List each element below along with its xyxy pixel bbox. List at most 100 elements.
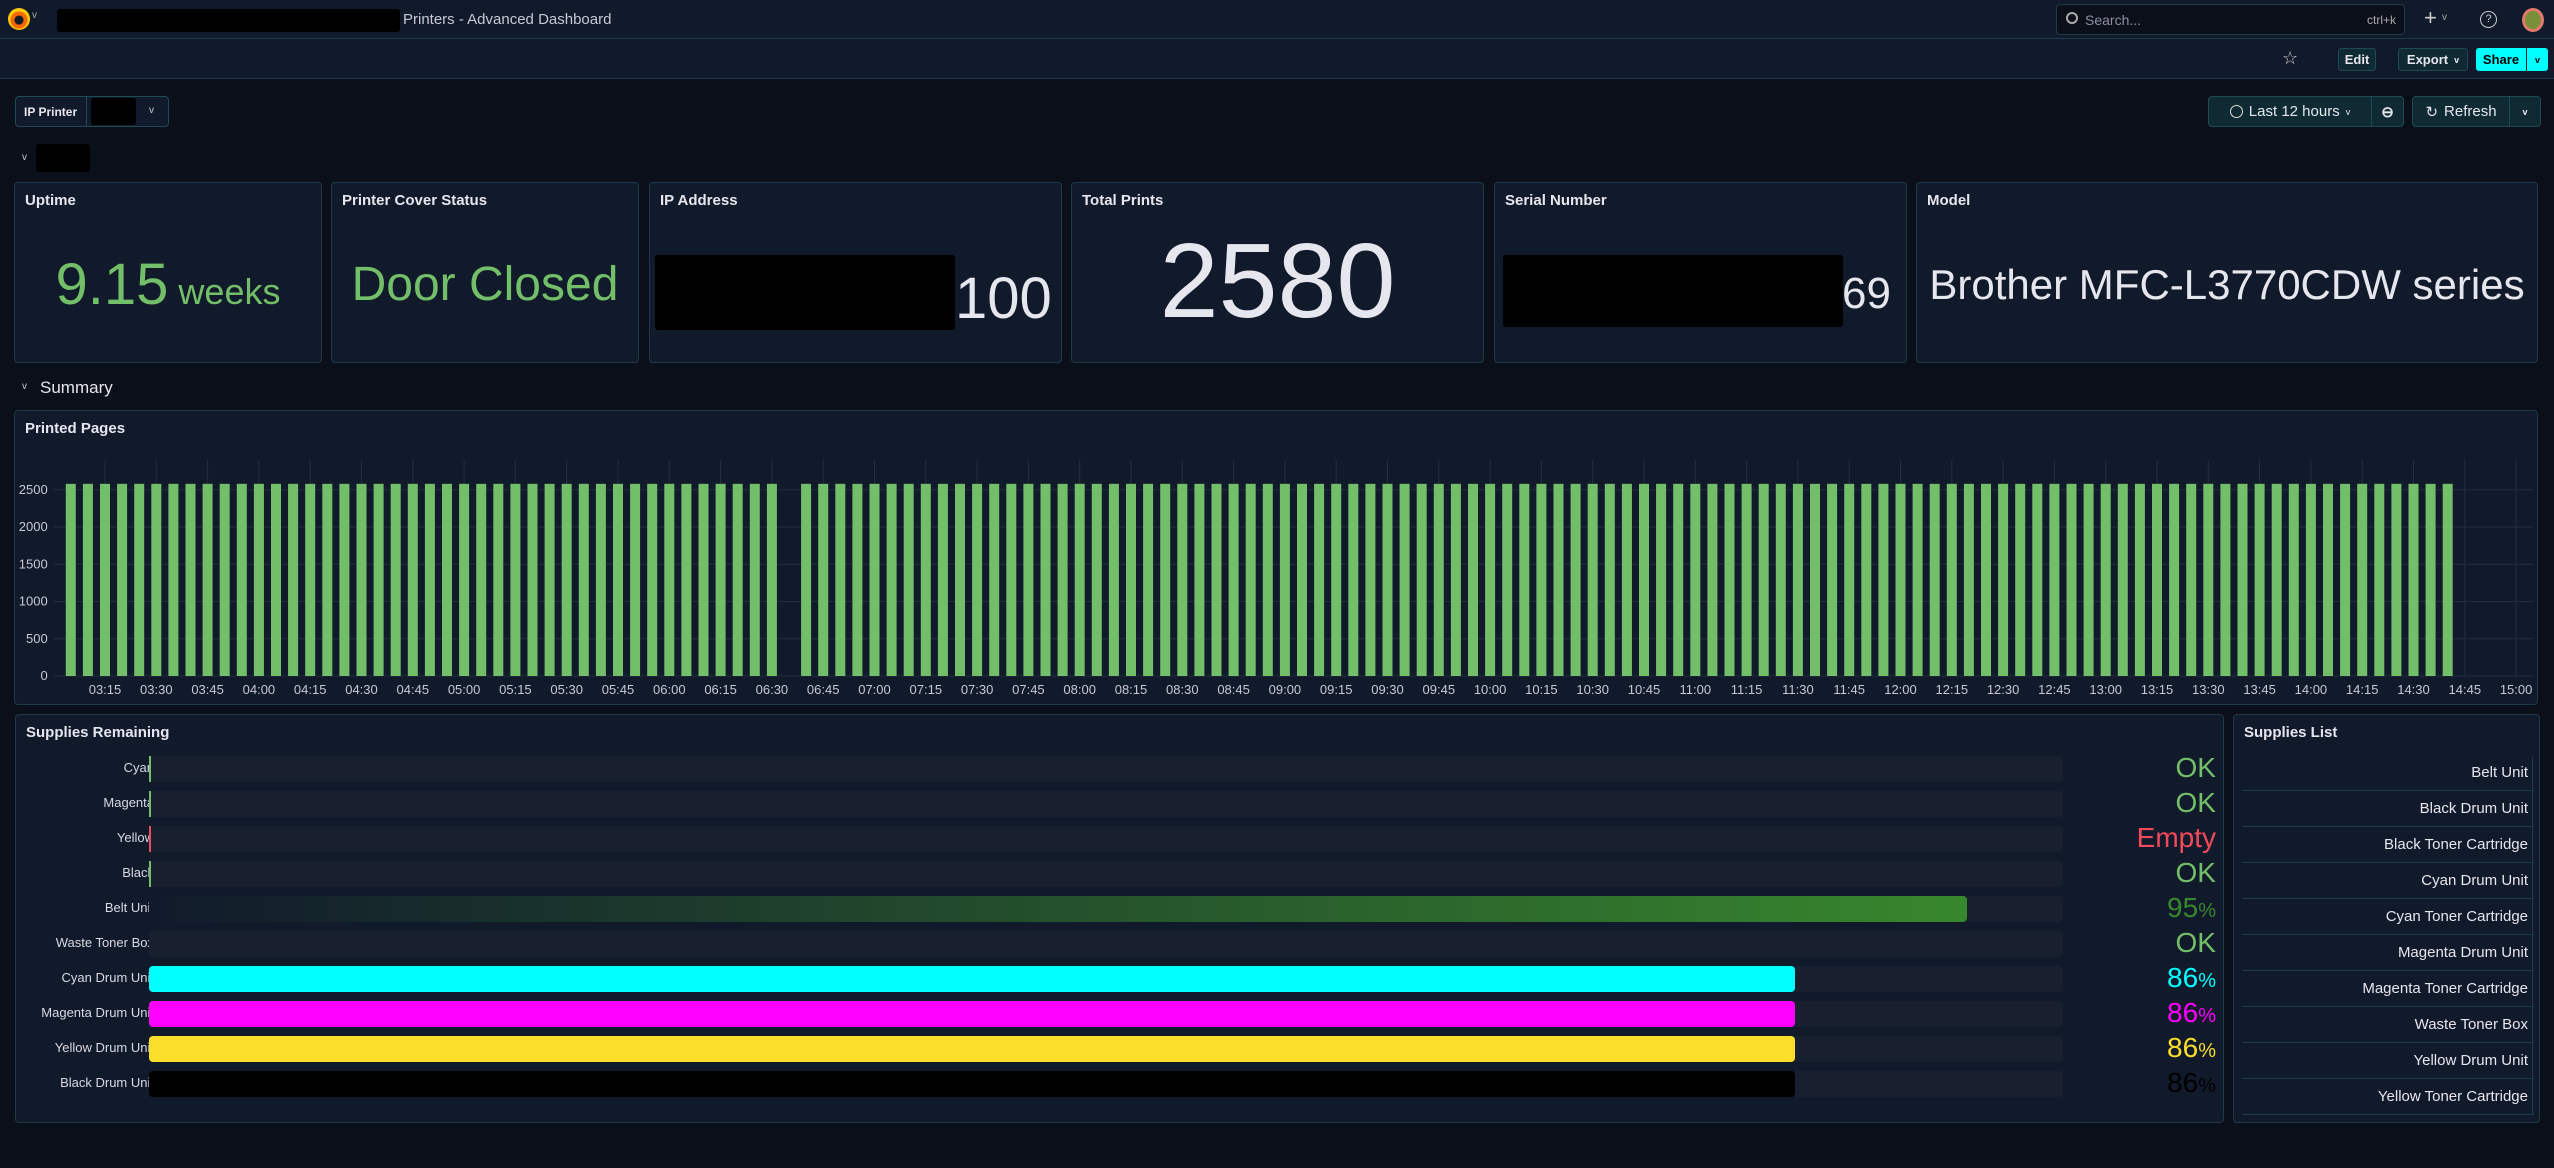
- avatar[interactable]: [2522, 8, 2544, 32]
- bar: [2374, 483, 2385, 676]
- x-tick-label: 15:00: [2500, 682, 2533, 697]
- x-tick-label: 11:15: [1731, 682, 1763, 697]
- x-tick-label: 05:45: [602, 682, 635, 697]
- supply-bar-track: [149, 931, 2063, 957]
- supplies-list-item[interactable]: Belt Unit: [2242, 755, 2534, 791]
- time-range-label: Last 12 hours: [2248, 103, 2340, 120]
- bar: [2134, 483, 2145, 676]
- row-collapse-chevron-icon[interactable]: v: [22, 381, 27, 392]
- share-dropdown-button[interactable]: v: [2527, 48, 2548, 71]
- cover-status-value: Door Closed: [351, 258, 619, 311]
- supplies-list-item[interactable]: Black Drum Unit: [2242, 791, 2534, 827]
- bar: [2237, 483, 2248, 676]
- bar: [920, 483, 931, 676]
- supply-value: 86%: [2167, 997, 2216, 1029]
- bar: [1143, 483, 1154, 676]
- bar: [1279, 483, 1290, 676]
- edit-button[interactable]: Edit: [2338, 48, 2376, 71]
- x-tick-label: 12:15: [1936, 682, 1969, 697]
- chevron-down-icon[interactable]: v: [2442, 12, 2447, 23]
- supply-bar-fill: [149, 1036, 1796, 1062]
- bar: [390, 483, 401, 676]
- supply-row: Black OK: [16, 857, 2236, 888]
- bar: [2357, 483, 2368, 676]
- x-tick-label: 10:00: [1474, 682, 1507, 697]
- bar: [493, 483, 504, 676]
- search-input[interactable]: Search... ctrl+k: [2056, 4, 2405, 35]
- supply-label: Cyan Drum Unit: [61, 970, 154, 985]
- supplies-list-item[interactable]: Waste Toner Box: [2242, 1007, 2534, 1043]
- supplies-list-item[interactable]: Cyan Drum Unit: [2242, 863, 2534, 899]
- supplies-list-item[interactable]: Magenta Drum Unit: [2242, 935, 2534, 971]
- bar: [1570, 483, 1581, 676]
- supply-row: Magenta OK: [16, 787, 2236, 818]
- uptime-value: 9.15: [55, 252, 169, 317]
- bar: [236, 483, 247, 676]
- total-prints-panel: Total Prints 2580: [1071, 182, 1484, 363]
- ip-address-redacted: [655, 255, 955, 330]
- bar: [202, 483, 213, 676]
- bar: [2340, 483, 2351, 676]
- model-value: Brother MFC-L3770CDW series: [1929, 260, 2525, 308]
- y-tick-label: 500: [26, 631, 48, 646]
- zoom-out-button[interactable]: ⊖: [2371, 96, 2404, 127]
- bar: [1810, 483, 1820, 676]
- supply-bar-track: [149, 861, 2063, 887]
- supply-row: Black Drum Unit 86%: [16, 1067, 2236, 1098]
- ip-printer-variable[interactable]: IP Printer v: [15, 96, 169, 127]
- uptime-value-container: 9.15 weeks: [15, 183, 321, 362]
- grafana-logo-icon[interactable]: [8, 8, 30, 30]
- supplies-list-item[interactable]: Yellow Toner Cartridge: [2242, 1079, 2534, 1115]
- chevron-down-icon[interactable]: v: [32, 10, 37, 21]
- ip-printer-value-redacted[interactable]: [91, 98, 136, 125]
- refresh-label: Refresh: [2444, 103, 2497, 120]
- supplies-list-item[interactable]: Cyan Toner Cartridge: [2242, 899, 2534, 935]
- bar: [1297, 483, 1307, 676]
- x-tick-label: 06:30: [756, 682, 789, 697]
- bar: [407, 483, 418, 676]
- supplies-list-item[interactable]: Yellow Drum Unit: [2242, 1043, 2534, 1079]
- x-tick-label: 12:30: [1987, 682, 2020, 697]
- panel-title: Uptime: [25, 192, 76, 209]
- bar: [2442, 483, 2453, 676]
- row-title-redacted[interactable]: [36, 144, 90, 172]
- scrollbar[interactable]: [2532, 757, 2533, 1115]
- bar: [134, 483, 145, 676]
- share-button[interactable]: Share: [2476, 48, 2526, 71]
- bar: [578, 483, 589, 676]
- supply-value-text: 86: [2167, 962, 2199, 993]
- time-range-picker[interactable]: Last 12 hours v: [2208, 96, 2372, 127]
- bar: [869, 483, 880, 676]
- supply-row: Yellow Empty: [16, 822, 2236, 853]
- breadcrumb-redacted: [57, 9, 400, 32]
- row-collapse-chevron-icon[interactable]: v: [22, 152, 27, 163]
- bar: [424, 483, 435, 676]
- bar: [2254, 483, 2265, 676]
- star-icon[interactable]: ☆: [2282, 48, 2299, 68]
- supplies-list-item[interactable]: Black Toner Cartridge: [2242, 827, 2534, 863]
- bar: [989, 483, 1000, 676]
- help-icon[interactable]: ?: [2480, 11, 2497, 28]
- summary-row-title[interactable]: Summary: [40, 378, 113, 397]
- supply-label: Yellow: [116, 830, 154, 845]
- refresh-interval-dropdown[interactable]: v: [2509, 96, 2541, 127]
- x-tick-label: 04:00: [243, 682, 276, 697]
- bar: [1775, 483, 1786, 676]
- clock-icon: [2229, 105, 2243, 118]
- refresh-button[interactable]: ↻ Refresh: [2412, 96, 2510, 127]
- supply-value-text: 95: [2167, 892, 2199, 923]
- bar: [1690, 483, 1701, 676]
- bar: [82, 483, 93, 676]
- x-tick-label: 11:30: [1782, 682, 1814, 697]
- chevron-down-icon[interactable]: v: [149, 105, 154, 116]
- supplies-list-item[interactable]: Magenta Toner Cartridge: [2242, 971, 2534, 1007]
- supply-label: Yellow Drum Unit: [54, 1040, 154, 1055]
- supply-bar-track: [149, 1036, 2063, 1062]
- x-tick-label: 12:45: [2038, 682, 2071, 697]
- supply-bar-track: [149, 966, 2063, 992]
- supply-value-text: OK: [2175, 927, 2216, 958]
- supply-value: OK: [2176, 857, 2216, 889]
- add-button[interactable]: +: [2424, 5, 2437, 30]
- x-tick-label: 13:30: [2192, 682, 2225, 697]
